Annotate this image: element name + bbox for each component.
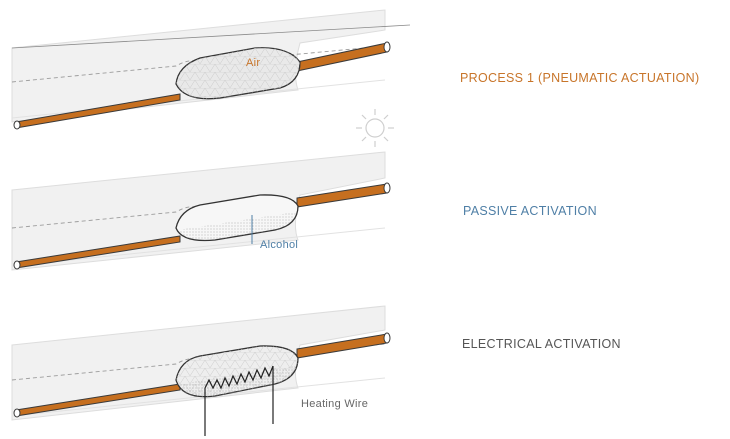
panel-passive [11, 151, 391, 271]
panel-pneumatic [11, 9, 411, 147]
process-passive-label: PASSIVE ACTIVATION [463, 204, 597, 218]
tube-right [296, 42, 388, 72]
sun-icon [356, 109, 394, 147]
panel-electrical [11, 305, 391, 436]
process-electrical-label: ELECTRICAL ACTIVATION [462, 337, 621, 351]
process-pneumatic-label: PROCESS 1 (PNEUMATIC ACTUATION) [460, 71, 700, 85]
air-label: Air [246, 57, 261, 69]
alcohol-label: Alcohol [260, 239, 299, 251]
heating-wire-label: Heating Wire [301, 398, 369, 410]
heating-wire-coil [204, 365, 274, 436]
